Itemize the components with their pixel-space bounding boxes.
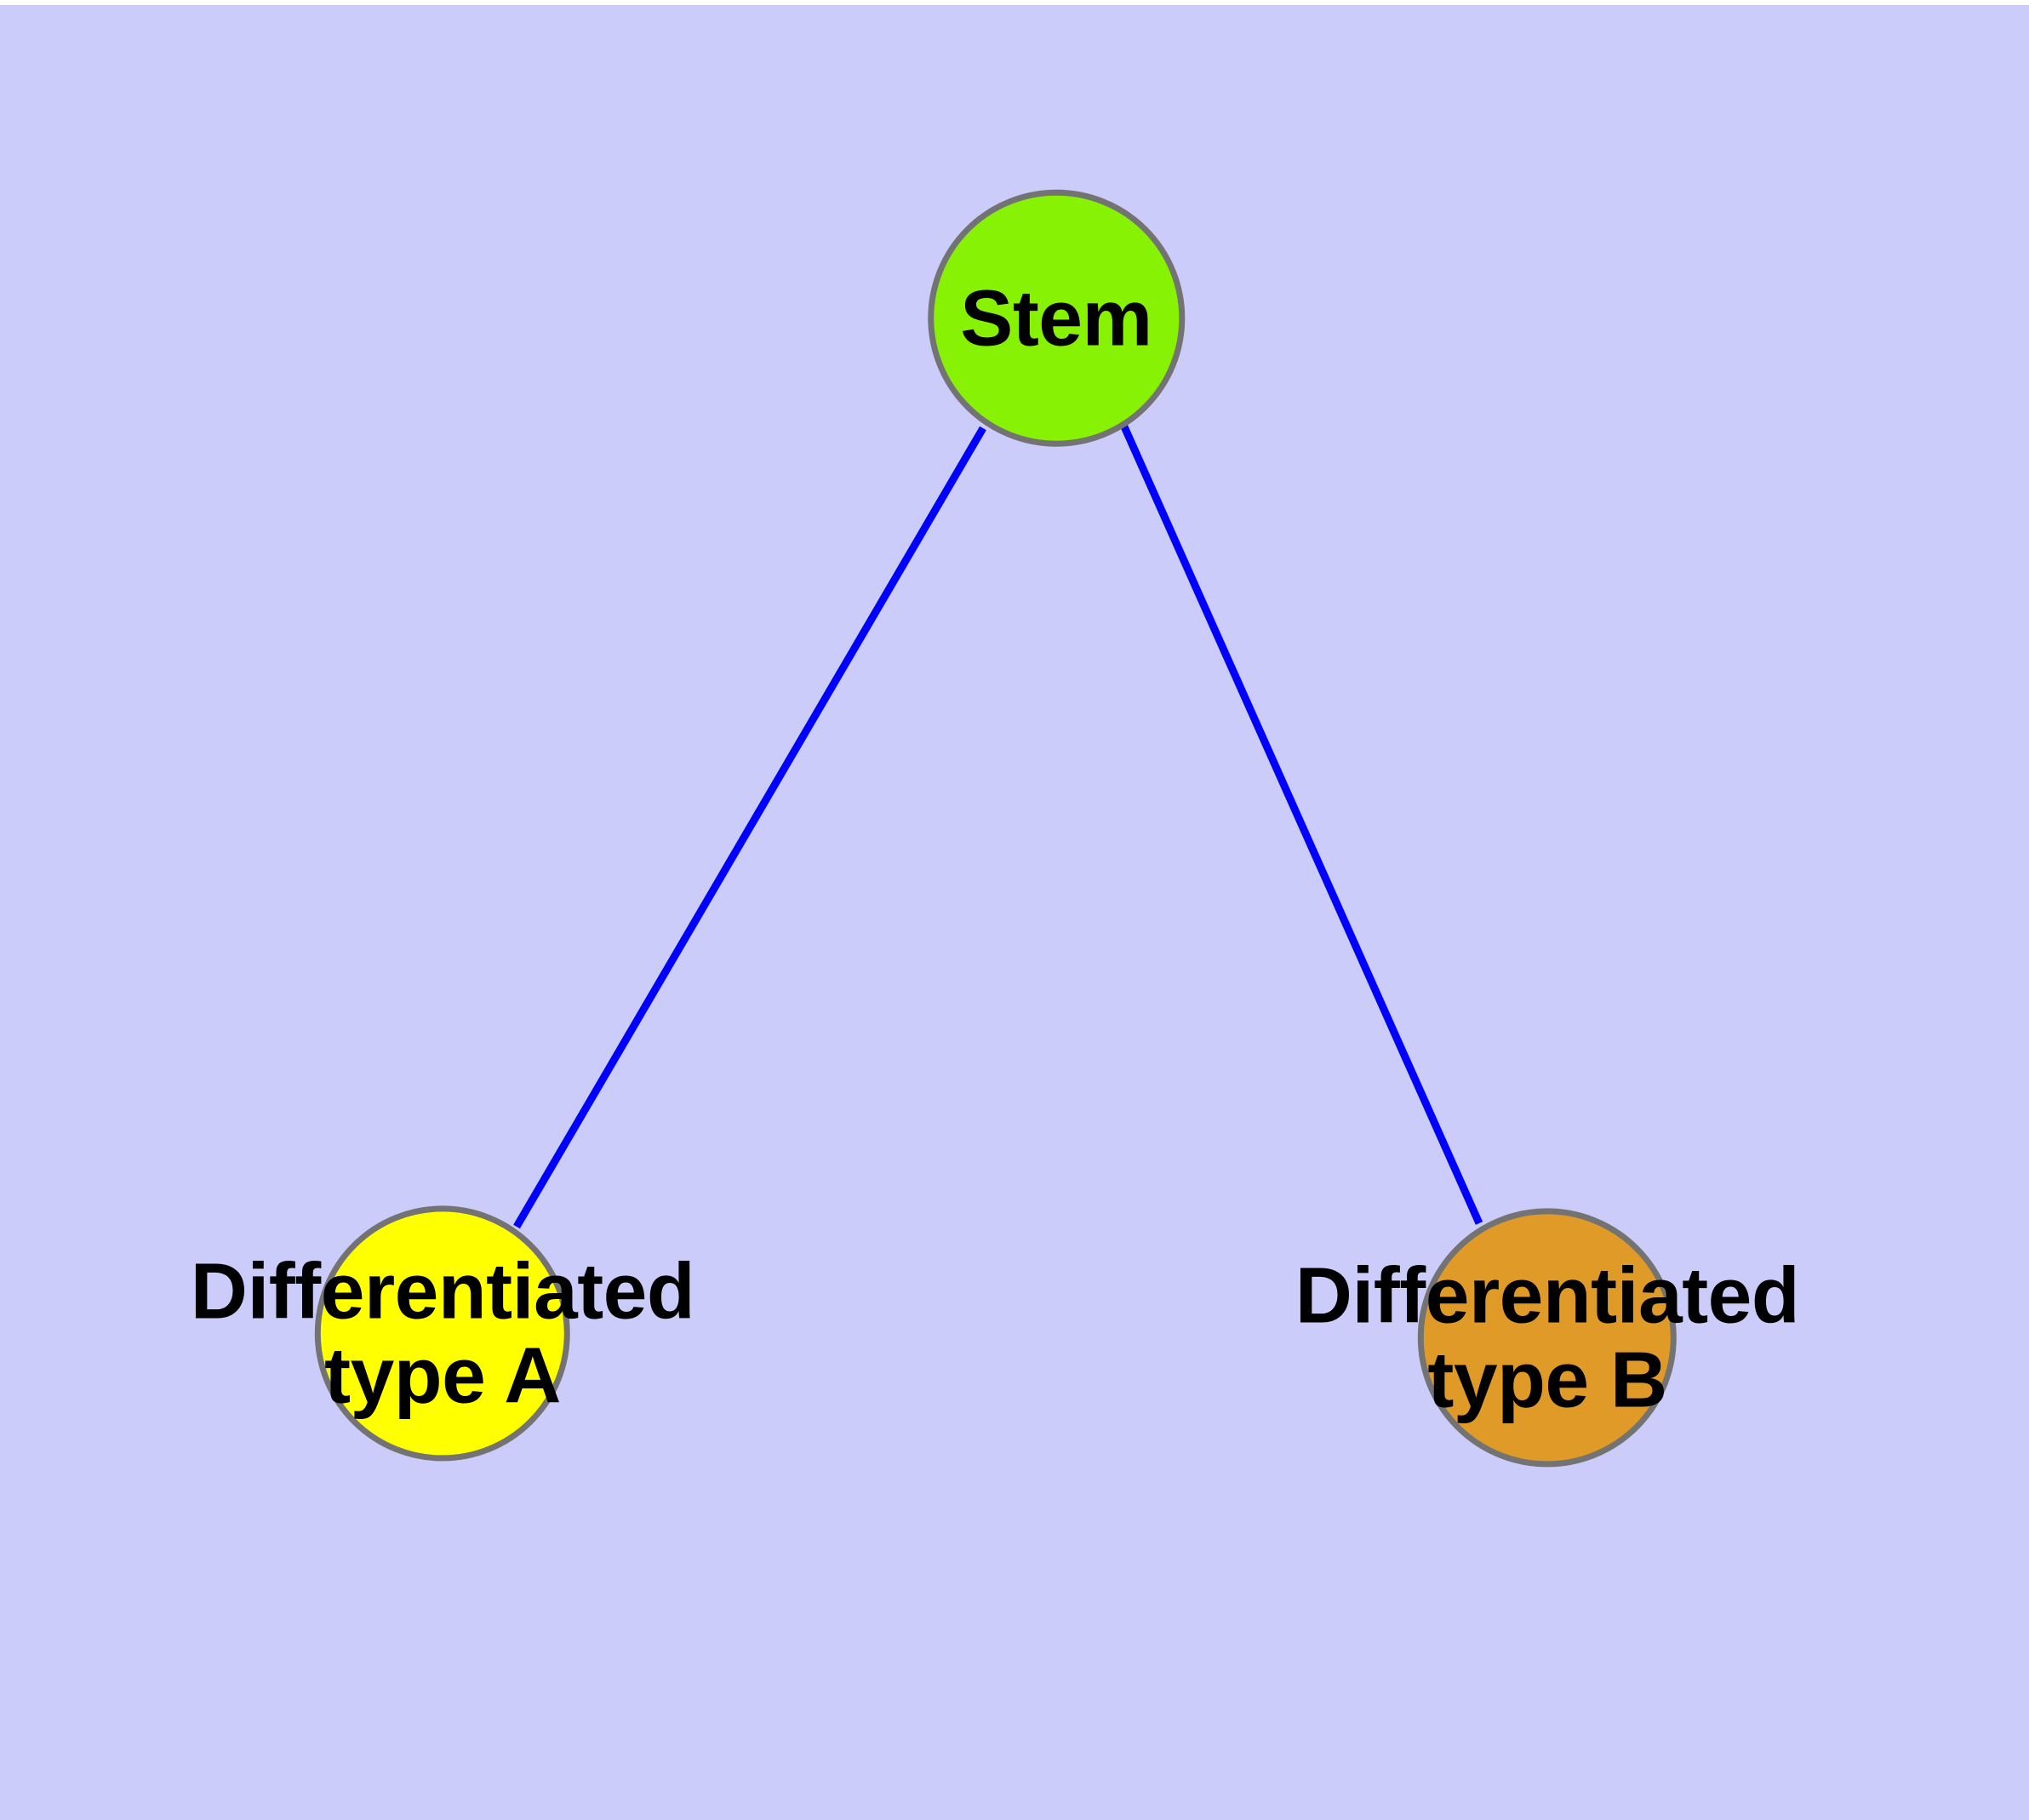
label-line-2: type A [324, 1331, 561, 1419]
node-stem-label: Stem [960, 273, 1152, 363]
label-line-1: Differentiated [190, 1246, 695, 1336]
node-differentiated-type-a[interactable]: Differentiated type A [190, 1205, 695, 1461]
node-differentiated-type-a-label: Differentiated type A [190, 1246, 695, 1419]
node-differentiated-type-b-label: Differentiated type B [1295, 1251, 1800, 1423]
node-stem[interactable]: Stem [927, 189, 1185, 447]
node-differentiated-type-a-circle [314, 1205, 570, 1461]
edge-stem-to-differentiated-type-a [513, 426, 986, 1229]
node-differentiated-type-b[interactable]: Differentiated type B [1295, 1208, 1800, 1467]
label-line-1: Differentiated [1295, 1251, 1800, 1340]
node-stem-circle [927, 189, 1185, 447]
edge-stem-to-differentiated-type-b [1119, 423, 1483, 1225]
label-line-2: type B [1427, 1335, 1667, 1423]
node-differentiated-type-b-circle [1417, 1208, 1677, 1467]
